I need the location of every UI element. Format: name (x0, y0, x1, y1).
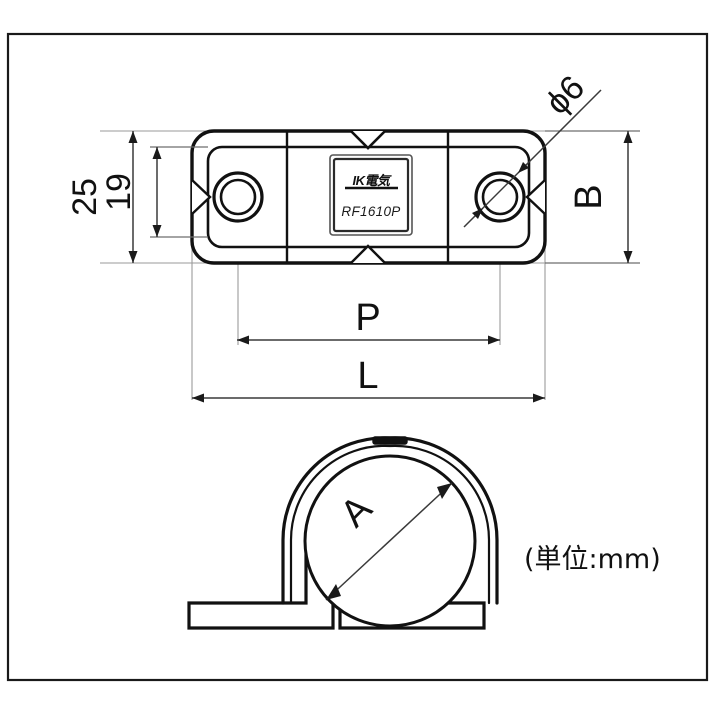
dimension-B-label: B (568, 184, 610, 209)
top-view-group: IK電気 RF1610P (100, 129, 600, 400)
dimension-25-group: 25 (66, 131, 138, 263)
dimension-phi6-label: ϕ6 (538, 68, 592, 122)
saddle-marker-top-dup (350, 130, 386, 150)
dimension-P-label: P (355, 297, 380, 339)
drawing-frame-border (6, 32, 709, 682)
nameplate-brand-text: IK電気 (352, 173, 392, 188)
dimension-A-arrow-lower (326, 584, 341, 600)
mounting-hole-right-inner (481, 178, 519, 216)
dimension-P-group: P (237, 297, 500, 345)
dimension-L-arrow-left (192, 393, 204, 403)
clamp-top-tab (372, 436, 408, 445)
dimension-P-arrow-left (237, 335, 249, 345)
dimension-A-line (325, 482, 453, 601)
dimension-B-group: B (545, 130, 640, 264)
dimension-phi6-arrow-lower (472, 208, 483, 219)
unit-note-text: (単位:mm) (524, 544, 661, 575)
saddle-marker-bottom-left (350, 244, 386, 264)
dimension-L-group: L (192, 355, 545, 403)
dimension-25-arrow-top (128, 131, 138, 143)
dimension-19-arrow-top (152, 147, 162, 159)
dimension-B-arrow-bottom (623, 251, 633, 263)
dimension-19-arrow-bottom (152, 225, 162, 237)
clamp-band-inner (289, 444, 491, 605)
dimension-19-group: 19 (100, 146, 208, 238)
side-marker-right (525, 179, 546, 215)
section-view-group: A (187, 436, 499, 630)
dimension-L-arrow-right (533, 393, 545, 403)
dimension-L-label: L (357, 355, 378, 397)
dimension-25-label: 25 (66, 178, 104, 216)
side-marker-left (191, 179, 212, 215)
mounting-hole-left-inner (219, 178, 257, 216)
dimension-P-arrow-right (488, 335, 500, 345)
dimension-phi6-arrow-upper (518, 162, 529, 173)
dimension-phi6-leader-line (463, 89, 602, 228)
dimension-B-arrow-top (623, 131, 633, 143)
nameplate-model-text: RF1610P (341, 204, 400, 219)
dimension-25-arrow-bottom (128, 251, 138, 263)
dimension-A-arrow-upper (437, 483, 452, 499)
nameplate-inner (332, 157, 410, 233)
dimension-19-label: 19 (100, 173, 138, 211)
